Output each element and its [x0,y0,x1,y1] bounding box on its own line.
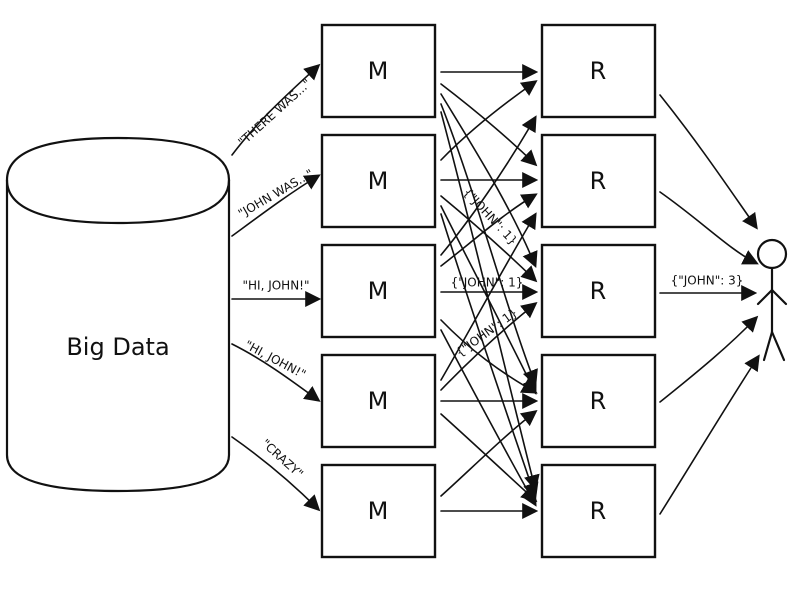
input-label-crazy: "CRAZY" [259,436,306,481]
big-data-label: Big Data [66,333,169,361]
reducer-1: R [540,23,657,119]
mapper-3: M [320,243,437,339]
mapper-label: M [368,57,389,85]
mapper-label: M [368,497,389,525]
shuffle-arrows [440,64,540,519]
reducer-label: R [590,497,607,525]
reducer-5: R [540,463,657,559]
output-label: {"JOHN": 3} [671,274,744,288]
mapper-label: M [368,277,389,305]
input-label-there-was: "THERE WAS..." [235,76,314,149]
input-label-hi-john-1: "HI, JOHN!" [242,279,309,293]
big-data-cylinder: Big Data [5,136,231,493]
mapper-label: M [368,167,389,195]
input-label-hi-john-2: "HI, JOHN!" [242,338,308,382]
mapper-4: M [320,353,437,449]
input-label-john-was: "JOHN WAS..." [236,166,316,220]
reducer-label: R [590,277,607,305]
reducer-label: R [590,57,607,85]
reducer-label: R [590,167,607,195]
output-arrows [659,94,760,515]
intermediate-label-2: {"JOHN": 1} [451,276,524,290]
reducer-4: R [540,353,657,449]
reducer-3: R [540,243,657,339]
mapper-5: M [320,463,437,559]
reducer-label: R [590,387,607,415]
person-icon [756,238,788,362]
mapper-label: M [368,387,389,415]
reducer-2: R [540,133,657,229]
mapper-1: M [320,23,437,119]
input-arrows [231,63,322,512]
mapper-2: M [320,133,437,229]
